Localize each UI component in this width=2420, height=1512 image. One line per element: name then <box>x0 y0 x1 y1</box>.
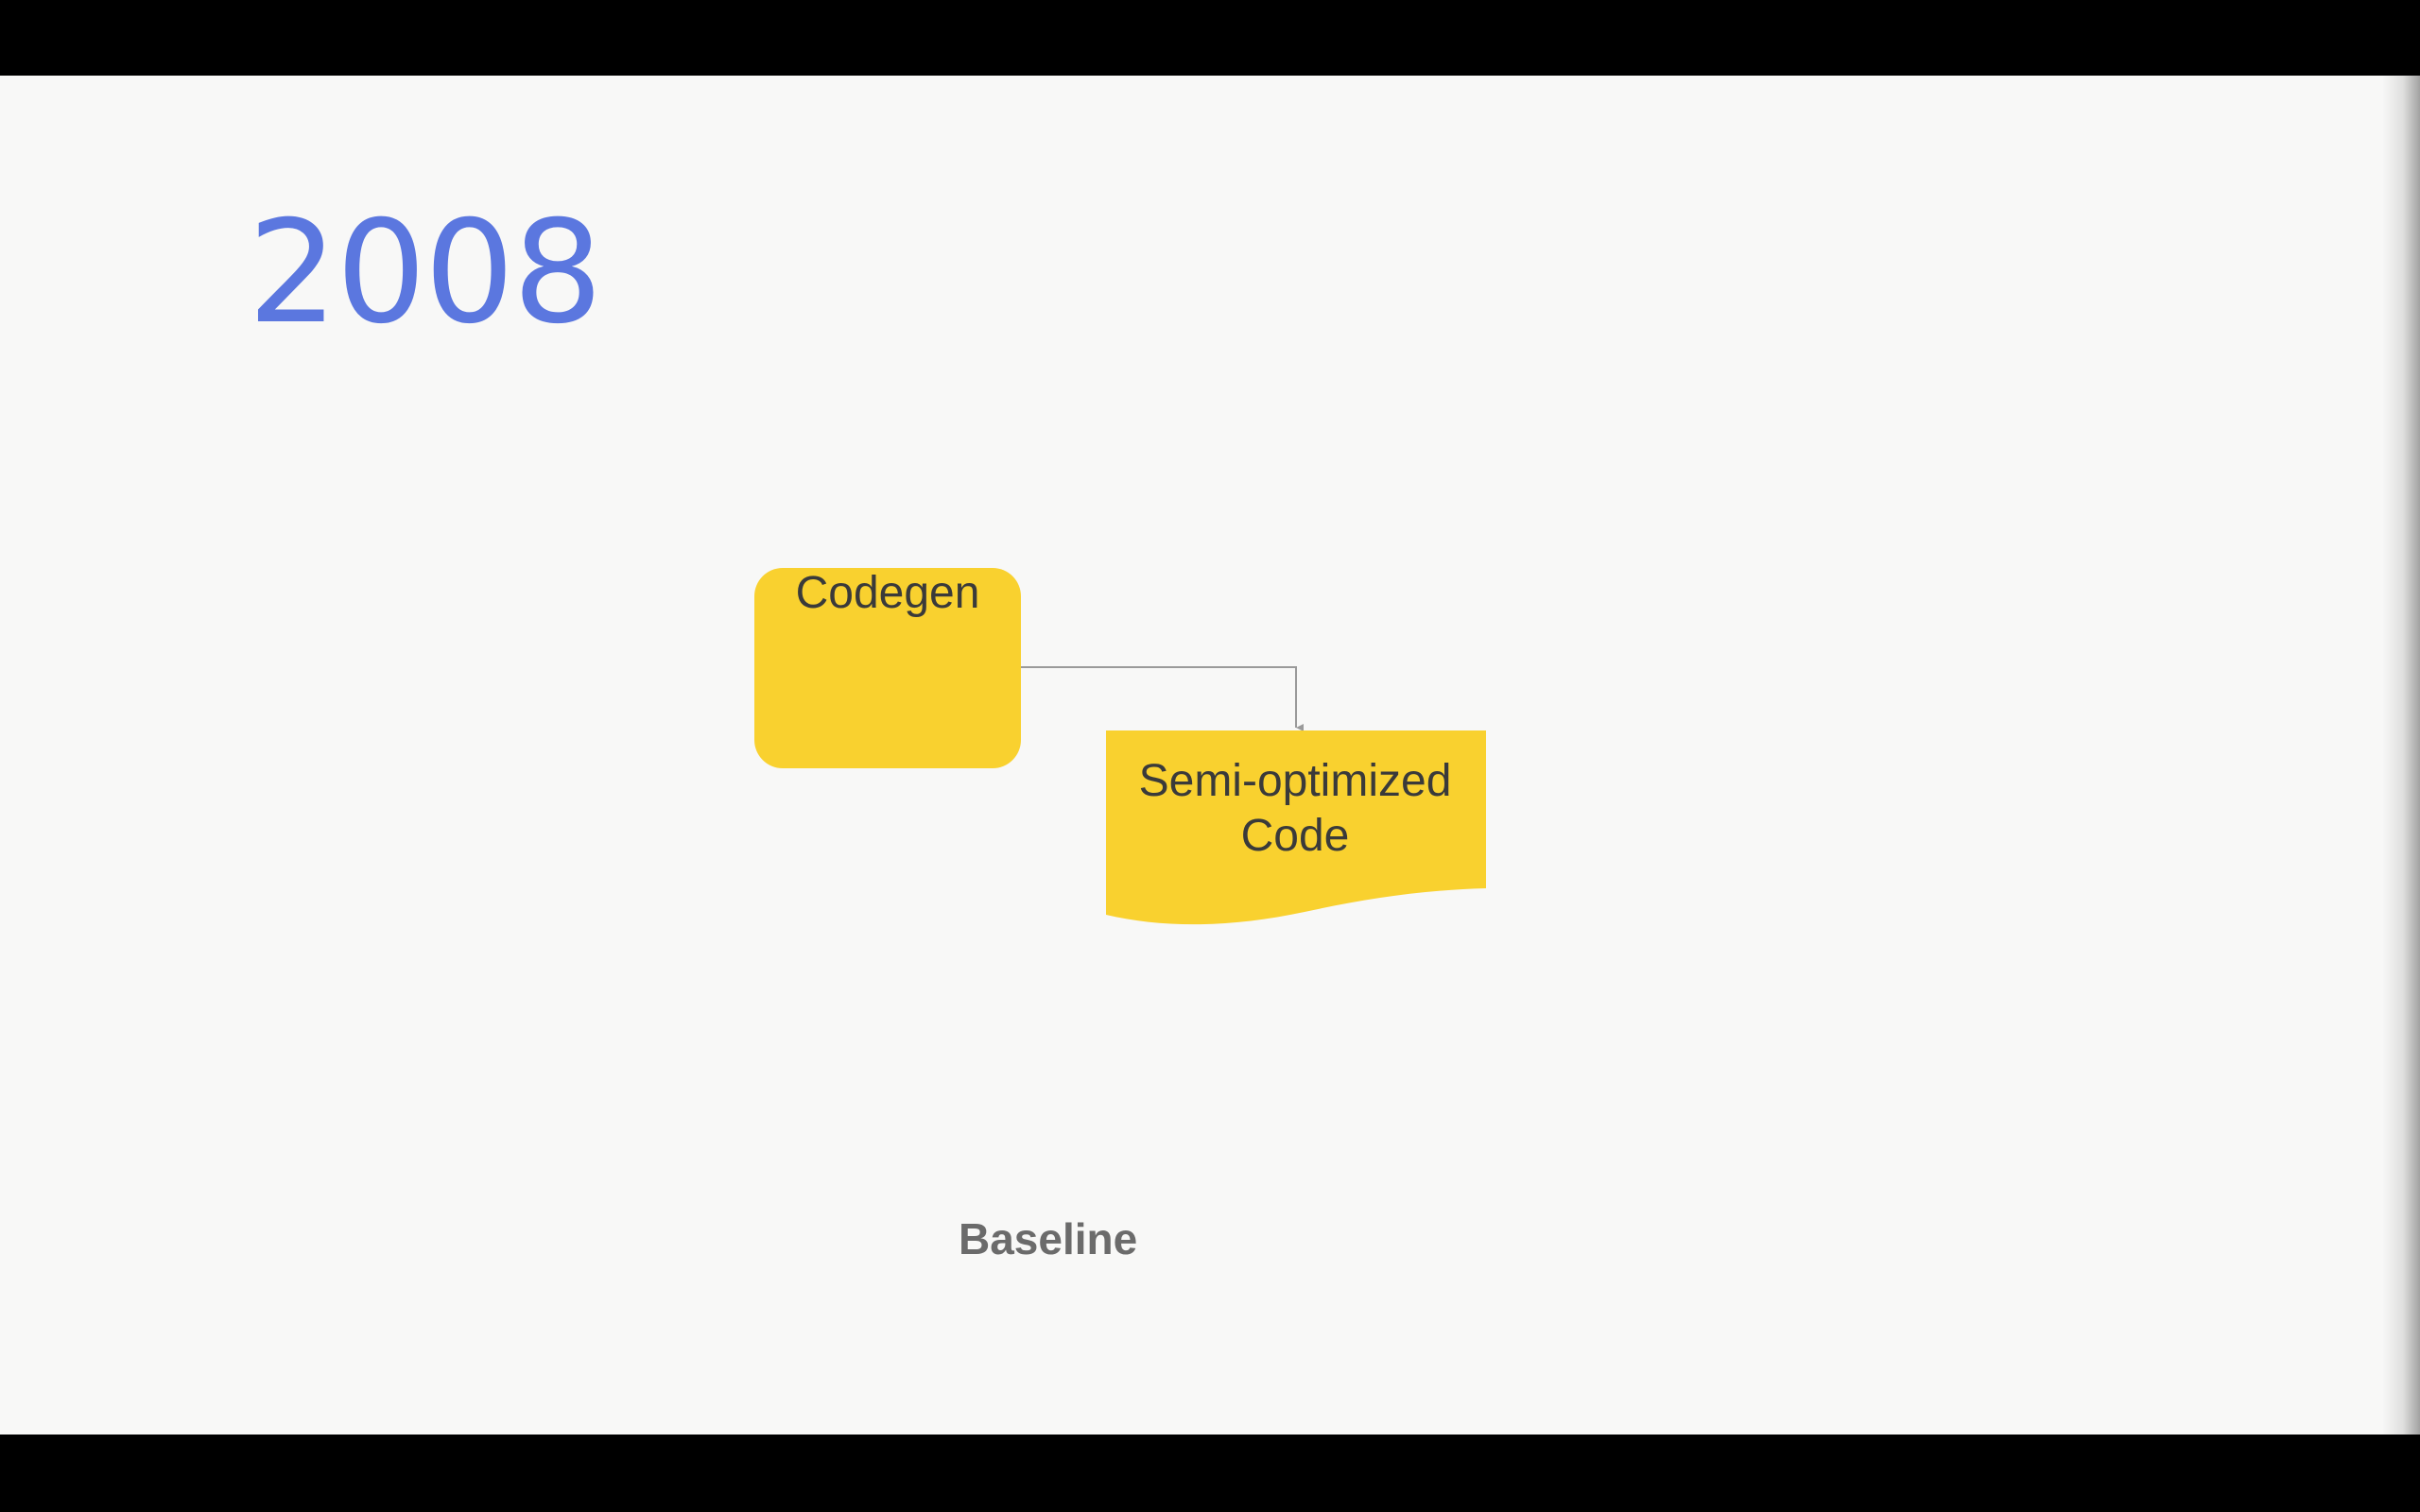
presentation-slide: 2008 Codegen Semi-optimized Code Baselin… <box>0 76 2420 1435</box>
codegen-to-output-arrow <box>1021 666 1304 731</box>
codegen-node-shape <box>754 568 1021 768</box>
slide-edge-shadow <box>2382 76 2420 1435</box>
letterbox-top <box>0 0 2420 76</box>
codegen-node-label: Codegen <box>795 568 980 618</box>
slide-caption: Baseline <box>959 1214 1138 1263</box>
letterbox-bottom <box>0 1435 2420 1512</box>
output-node-label: Semi-optimized Code <box>1138 756 1452 861</box>
slide-title: 2008 <box>248 191 603 355</box>
flow-diagram <box>754 568 1486 925</box>
output-node-shape <box>1106 730 1486 925</box>
